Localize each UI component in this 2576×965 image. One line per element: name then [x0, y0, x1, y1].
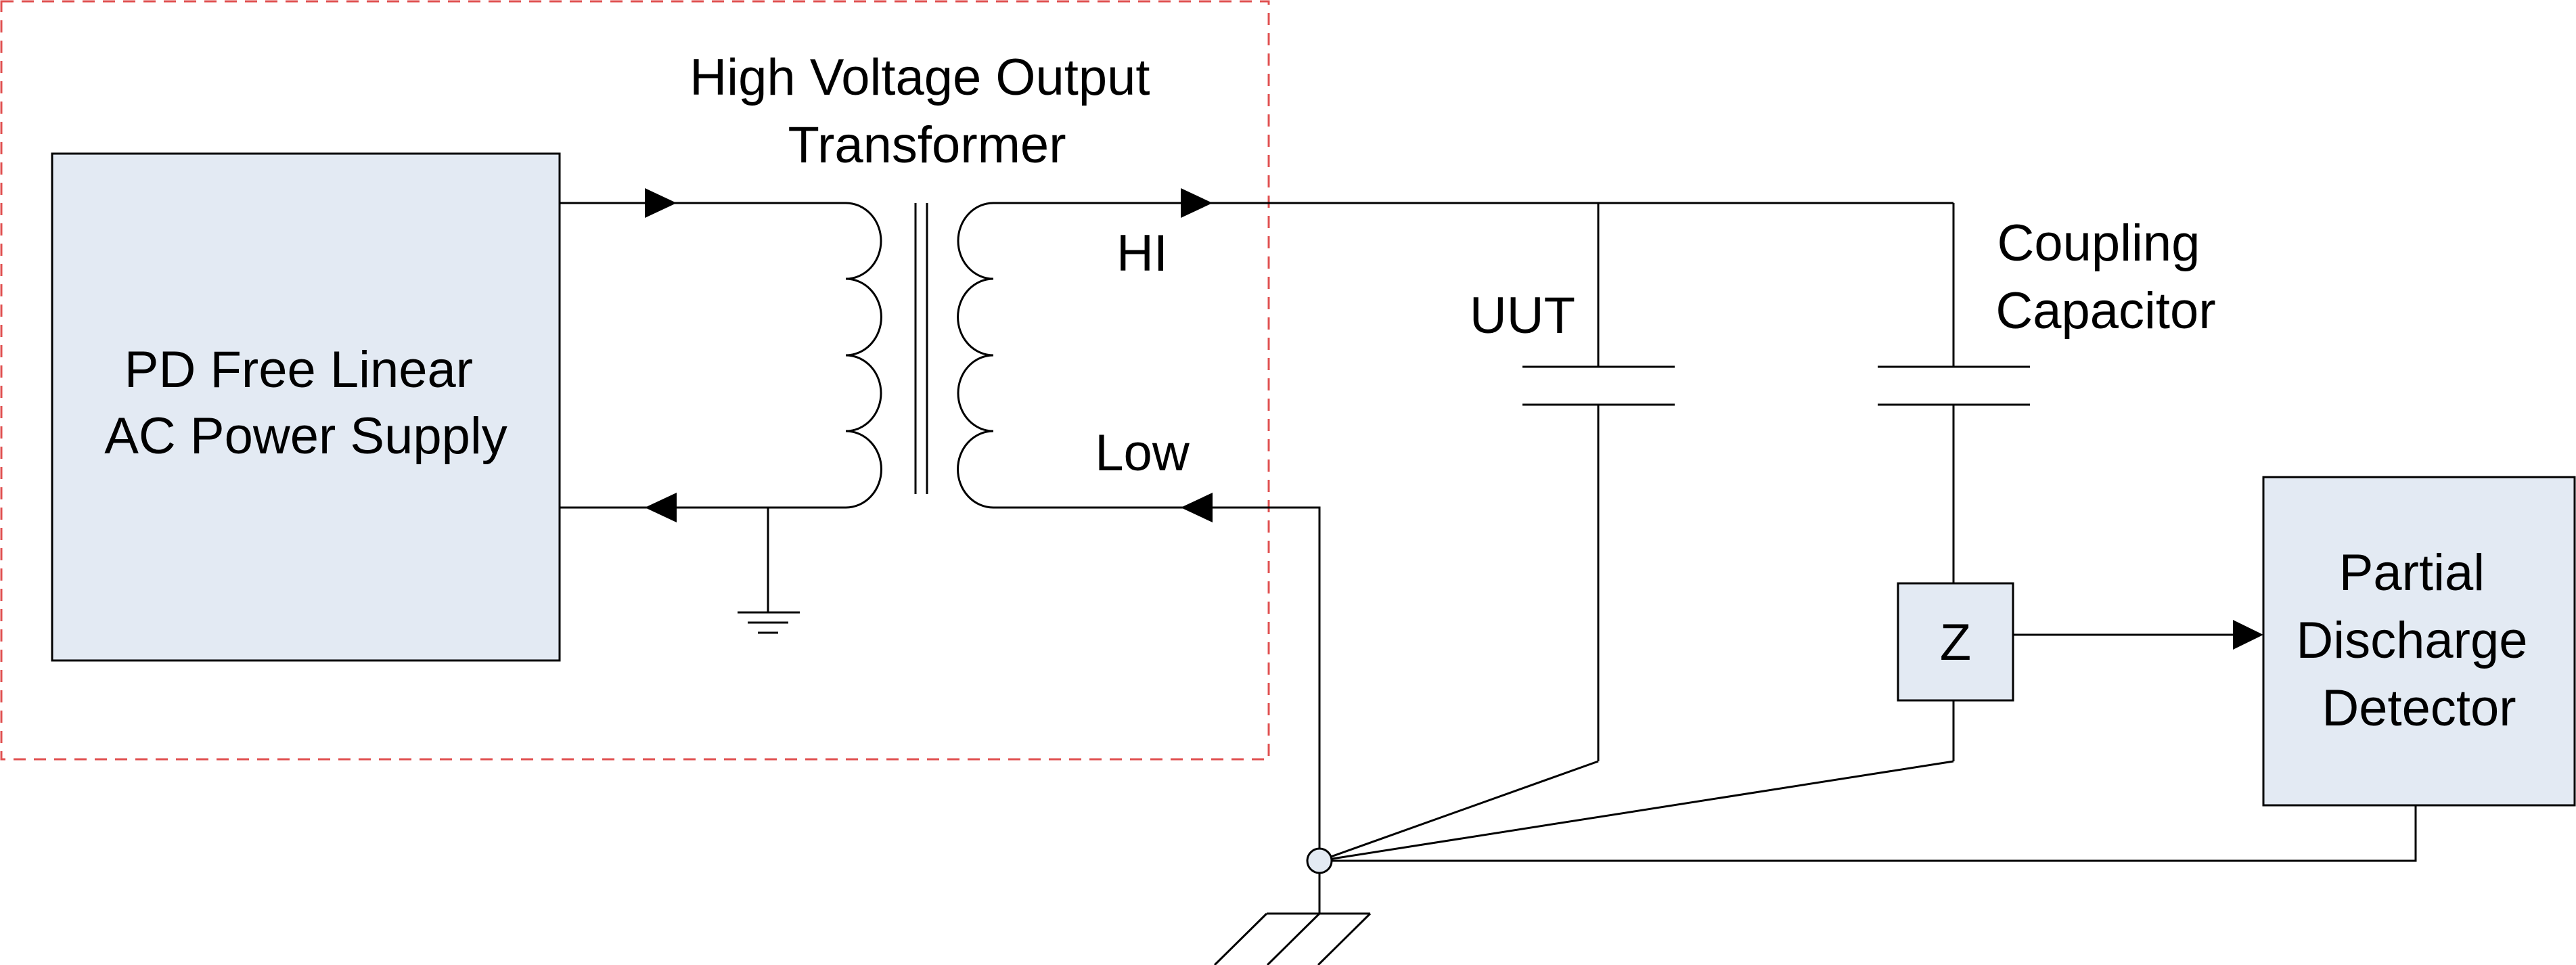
svg-text:PD Free Linear AC Power: PD Free Linear AC Power Supply [104, 341, 507, 465]
transformer-title-line-2: Transformer [788, 116, 1066, 174]
low-return-wire [993, 506, 1321, 861]
coupling-capacitor-label: Coupling Capacitor [1995, 215, 2215, 340]
impedance-label: Z [1940, 614, 1971, 671]
uut-to-node-wire [1319, 760, 1599, 862]
primary-coil [845, 202, 882, 509]
transformer-title: High Voltage Output Transformer [690, 49, 1164, 174]
coupling-capacitor [1878, 203, 2030, 583]
power-supply-label-line-1: PD Free Linear [125, 341, 473, 399]
low-return-arrow [1181, 493, 1213, 522]
detector-label-line-1: Partial [2339, 544, 2485, 602]
ground-symbol [738, 508, 800, 634]
hi-terminal-label: HI [1116, 225, 1168, 282]
transformer-title-line-1: High Voltage Output [690, 49, 1150, 106]
uut-label: UUT [1470, 287, 1575, 344]
uut-capacitor [1522, 203, 1675, 761]
detector-label-line-3: Detector [2322, 679, 2516, 737]
detector-to-node-wire [1319, 805, 2417, 862]
signal-arrow [2233, 620, 2263, 650]
secondary-coil [957, 202, 994, 509]
primary-bottom-arrow [645, 493, 677, 522]
impedance-z-block: Z [1897, 582, 2014, 702]
coupling-capacitor-label-line-2: Capacitor [1995, 282, 2215, 340]
supply-enclosure-boundary [0, 0, 1270, 761]
coupling-capacitor-label-line-1: Coupling [1997, 215, 2200, 272]
earth-ground-symbol [1213, 873, 1372, 965]
low-terminal-label: Low [1095, 424, 1190, 482]
power-supply-label-line-2: AC Power Supply [104, 407, 507, 465]
svg-text:Partial Discharge: Partial Discharge Detector [2296, 544, 2541, 737]
common-ground-node [1306, 847, 1333, 874]
coupling-to-node-wire [1319, 760, 1954, 862]
hv-output-arrow [1181, 188, 1213, 218]
primary-top-arrow [645, 188, 677, 218]
detector-label-line-2: Discharge [2296, 612, 2527, 669]
power-supply-block: PD Free Linear AC Power Supply [51, 152, 561, 662]
partial-discharge-detector-block: Partial Discharge Detector [2262, 476, 2576, 807]
